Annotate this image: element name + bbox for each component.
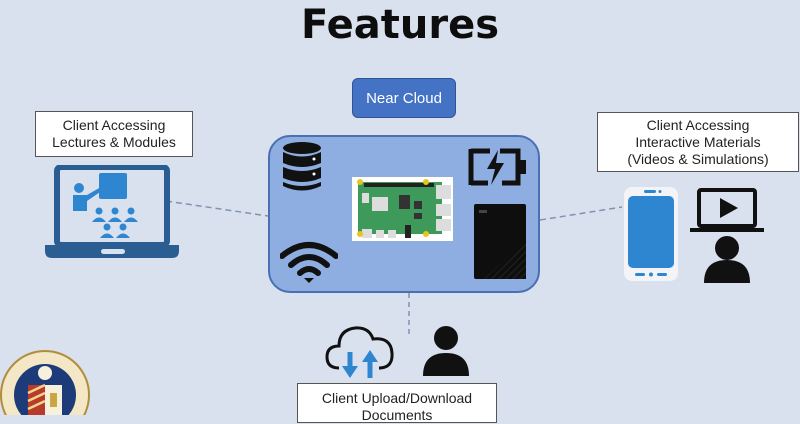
bottom-client-label: Client Upload/Download Documents (297, 383, 497, 423)
connector-right (539, 206, 623, 221)
left-client-line1: Client Accessing (62, 117, 166, 133)
battery-charging-icon (468, 148, 526, 186)
right-client-line1: Client Accessing (646, 116, 750, 133)
user-icon (423, 326, 469, 376)
external-hard-drive-icon (474, 204, 526, 279)
connector-left (165, 200, 269, 217)
left-client-label: Client Accessing Lectures & Modules (35, 111, 193, 157)
right-client-line2: Interactive Materials (635, 133, 761, 150)
database-icon (283, 142, 321, 191)
slide-title: Features (300, 2, 500, 48)
raspberry-pi-board (352, 177, 453, 241)
smartphone-icon (624, 187, 678, 281)
university-seal-logo (0, 350, 90, 415)
left-client-line2: Lectures & Modules (52, 134, 176, 150)
right-client-line3: (Videos & Simulations) (627, 150, 769, 167)
connector-lines (165, 200, 623, 336)
video-viewer-icon (690, 188, 764, 283)
bottom-client-line1: Client Upload/Download (321, 390, 473, 406)
bottom-client-line2: Documents (361, 407, 433, 423)
cloud-transfer-icon (325, 326, 394, 378)
right-client-label: Client Accessing Interactive Materials (… (597, 112, 799, 172)
wifi-icon (280, 242, 338, 283)
laptop-lecture-icon (45, 165, 179, 258)
near-cloud-label: Near Cloud (352, 78, 456, 118)
